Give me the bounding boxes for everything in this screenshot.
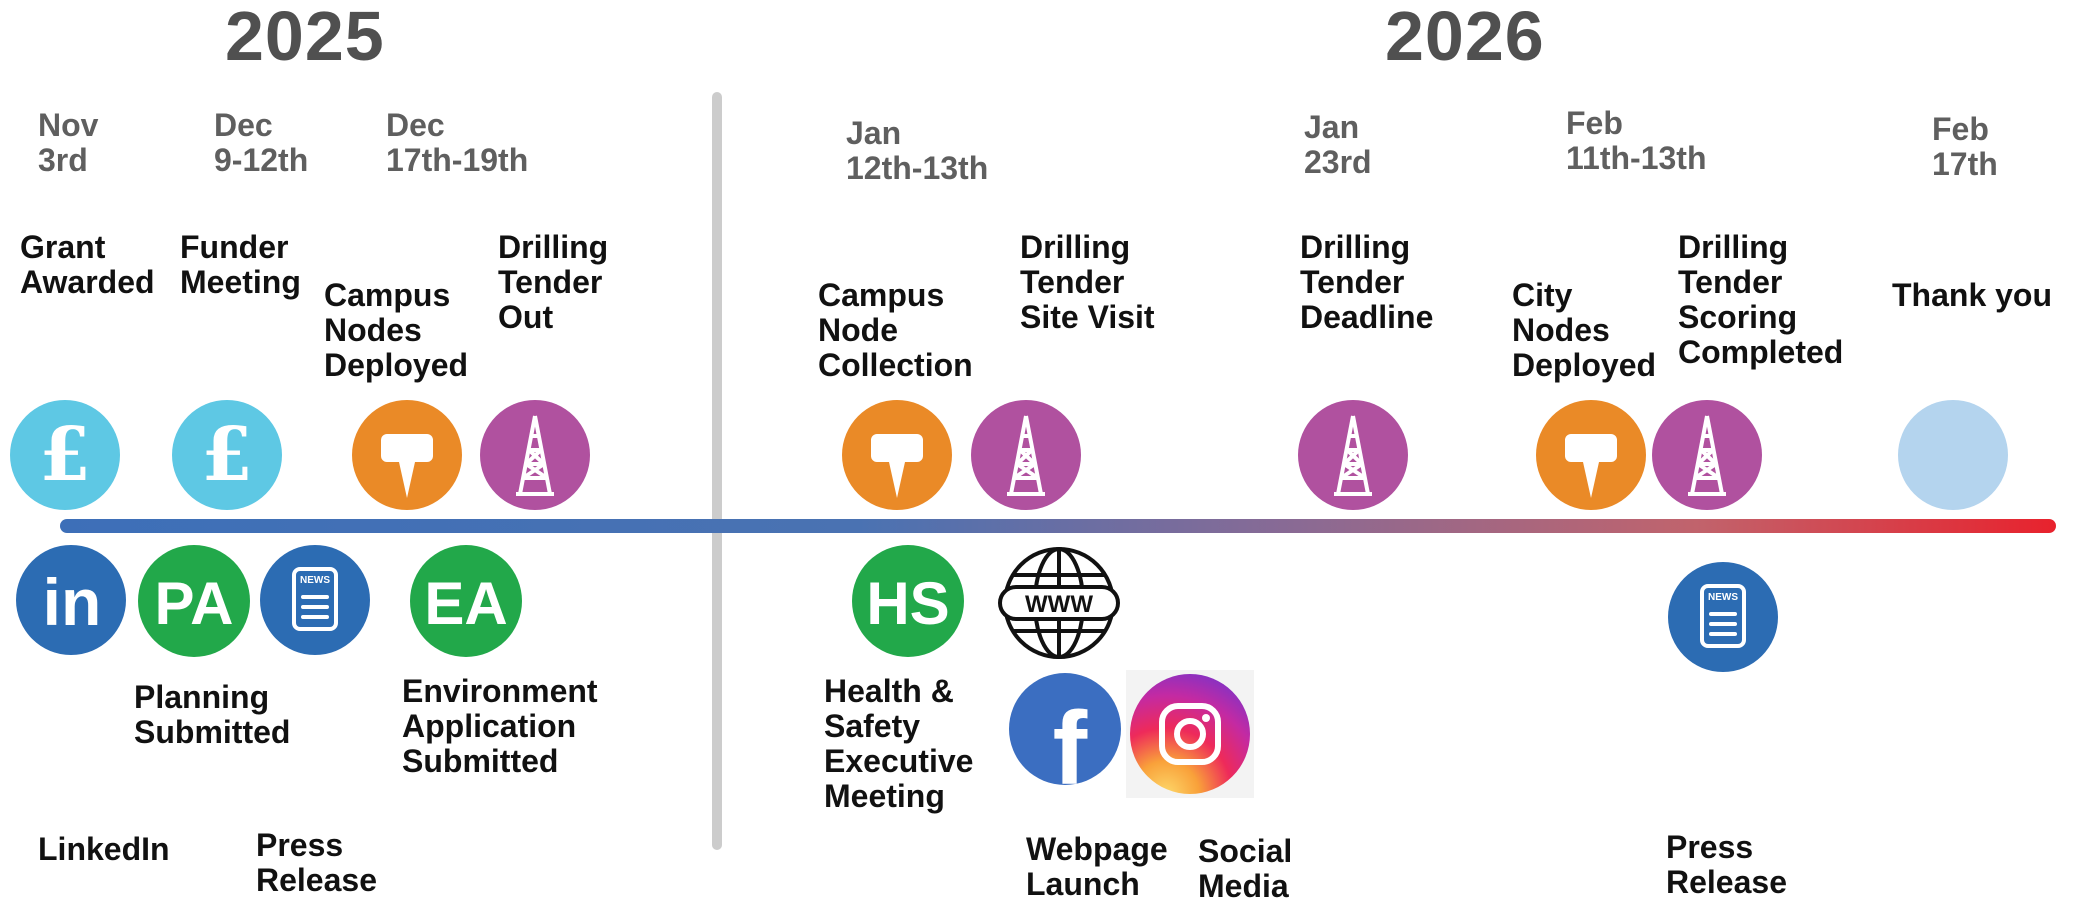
instagram-icon bbox=[1126, 670, 1254, 798]
sensor-node-icon bbox=[352, 400, 462, 510]
planning-application-icon: PA bbox=[138, 545, 250, 657]
date-dec-9-12: Dec 9-12th bbox=[214, 107, 309, 178]
globe-www-icon: WWW bbox=[998, 545, 1120, 661]
drilling-rig-icon bbox=[480, 400, 590, 510]
drilling-rig-icon bbox=[1298, 400, 1408, 510]
year-divider bbox=[712, 92, 722, 850]
label-drilling-tender-scoring-completed: Drilling Tender Scoring Completed bbox=[1678, 229, 1844, 370]
svg-text:£: £ bbox=[39, 412, 91, 498]
timeline-bar bbox=[60, 519, 2056, 533]
date-feb-17: Feb 17th bbox=[1932, 111, 1998, 182]
pound-icon: £ bbox=[10, 400, 120, 510]
svg-text:£: £ bbox=[201, 412, 253, 498]
svg-text:NEWS: NEWS bbox=[1708, 592, 1738, 603]
svg-text:WWW: WWW bbox=[1025, 591, 1093, 618]
date-jan-12-13: Jan 12th-13th bbox=[846, 115, 989, 186]
label-city-nodes-deployed: City Nodes Deployed bbox=[1512, 277, 1657, 383]
environment-application-icon: EA bbox=[410, 545, 522, 657]
label-press-release-2026: Press Release bbox=[1666, 829, 1787, 900]
svg-text:HS: HS bbox=[866, 570, 949, 637]
label-linkedin: LinkedIn bbox=[38, 831, 170, 867]
date-feb-11-13: Feb 11th-13th bbox=[1566, 105, 1707, 176]
svg-text:in: in bbox=[43, 565, 102, 639]
label-campus-node-collection: Campus Node Collection bbox=[818, 277, 973, 383]
label-grant-awarded: Grant Awarded bbox=[20, 229, 155, 300]
label-drilling-tender-site-visit: Drilling Tender Site Visit bbox=[1020, 229, 1155, 335]
label-campus-nodes-deployed: Campus Nodes Deployed bbox=[324, 277, 469, 383]
pound-icon: £ bbox=[172, 400, 282, 510]
news-icon: NEWS bbox=[1668, 562, 1778, 672]
drilling-rig-icon bbox=[1652, 400, 1762, 510]
svg-text:NEWS: NEWS bbox=[300, 575, 330, 586]
sensor-node-icon bbox=[1536, 400, 1646, 510]
label-planning-submitted: Planning Submitted bbox=[134, 679, 291, 750]
news-icon: NEWS bbox=[260, 545, 370, 655]
label-drilling-tender-out: Drilling Tender Out bbox=[498, 229, 609, 335]
linkedin-icon: in bbox=[16, 545, 126, 655]
facebook-icon: f bbox=[1008, 672, 1122, 786]
drilling-rig-icon bbox=[971, 400, 1081, 510]
label-social-media: Social Media bbox=[1198, 833, 1293, 904]
svg-text:f: f bbox=[1053, 691, 1088, 786]
thank-you-circle-icon bbox=[1898, 400, 2008, 510]
label-funder-meeting: Funder Meeting bbox=[180, 229, 301, 300]
label-thank-you: Thank you bbox=[1892, 277, 2053, 313]
date-dec-17-19: Dec 17th-19th bbox=[386, 107, 529, 178]
label-drilling-tender-deadline: Drilling Tender Deadline bbox=[1300, 229, 1434, 335]
label-environment-application-submitted: Environment Application Submitted bbox=[402, 673, 598, 779]
health-safety-icon: HS bbox=[852, 545, 964, 657]
svg-text:PA: PA bbox=[155, 570, 234, 637]
label-webpage-launch: Webpage Launch bbox=[1026, 831, 1168, 902]
sensor-node-icon bbox=[842, 400, 952, 510]
year-2026: 2026 bbox=[1385, 0, 1545, 75]
date-jan-23: Jan 23rd bbox=[1304, 109, 1372, 180]
svg-text:EA: EA bbox=[424, 570, 507, 637]
label-press-release: Press Release bbox=[256, 827, 377, 898]
year-2025: 2025 bbox=[225, 0, 385, 75]
date-nov-3: Nov 3rd bbox=[38, 107, 99, 178]
label-health-safety-meeting: Health & Safety Executive Meeting bbox=[824, 673, 974, 814]
